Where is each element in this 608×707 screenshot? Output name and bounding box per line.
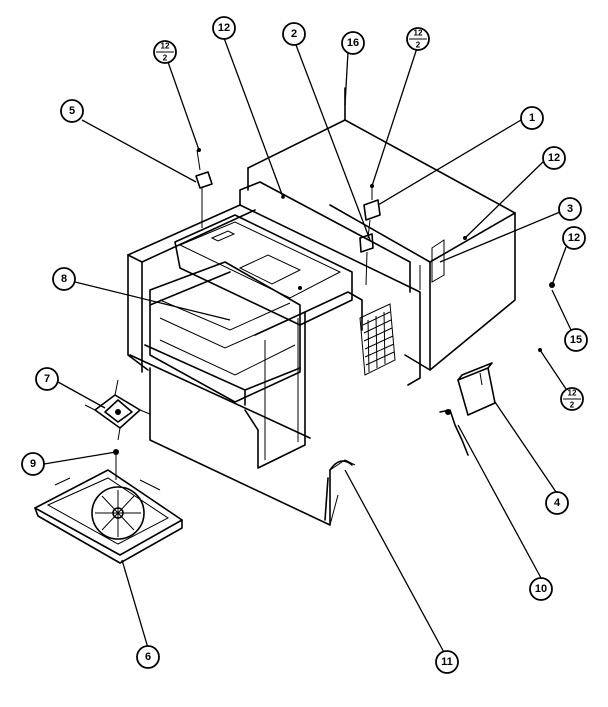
cover-bracket-part-4: [457, 362, 496, 416]
callout-label: 9: [30, 458, 36, 470]
fraction-top: 12: [161, 42, 170, 51]
callout-label: 1: [529, 112, 535, 124]
callout-label: 12: [218, 22, 230, 34]
callout-12-right: 12: [542, 146, 566, 170]
fraction-bottom: 2: [416, 41, 421, 50]
callout-12-top: 12: [212, 16, 236, 40]
callout-label: 11: [441, 656, 453, 668]
callout-label: 12: [548, 152, 560, 164]
fraction-bottom: 2: [570, 401, 575, 410]
callout-12-far-right: 12: [562, 226, 586, 250]
callout-label: 10: [535, 583, 547, 595]
callout-fraction-top-left: 12 2: [153, 40, 177, 64]
bottom-plate: [149, 367, 356, 526]
switch-assembly-part-1-2: [359, 184, 381, 286]
base-tray-part-6: [34, 469, 183, 564]
lamp-wire-part-11: [324, 460, 353, 521]
callout-label: 16: [347, 37, 359, 49]
callout-fraction-right: 12 2: [560, 387, 584, 411]
leader-lines: [43, 37, 572, 657]
thermostat-part-5: [195, 148, 213, 228]
callout-label: 8: [61, 273, 67, 285]
callout-label: 12: [568, 232, 580, 244]
callout-10: 10: [529, 577, 553, 601]
callout-label: 5: [69, 105, 75, 117]
callout-label: 2: [291, 28, 297, 40]
callout-2: 2: [282, 22, 306, 46]
callout-7: 7: [35, 367, 59, 391]
callout-15: 15: [564, 328, 588, 352]
fraction-top: 12: [568, 389, 577, 398]
outer-cabinet: [247, 87, 516, 371]
callout-4: 4: [545, 491, 569, 515]
callout-label: 7: [44, 373, 50, 385]
screws-part-12: [281, 195, 555, 352]
callout-16: 16: [341, 31, 365, 55]
callout-11: 11: [435, 650, 459, 674]
callout-label: 15: [570, 334, 582, 346]
callout-1: 1: [520, 106, 544, 130]
callout-fraction-top-right: 12 2: [406, 27, 430, 51]
callout-3: 3: [558, 197, 582, 221]
front-frame: [127, 181, 421, 469]
fraction-bottom: 2: [163, 54, 168, 63]
callout-8: 8: [52, 267, 76, 291]
callout-label: 6: [145, 651, 151, 663]
callout-label: 4: [554, 497, 561, 509]
callout-9: 9: [21, 452, 45, 476]
stirrer-blade-part-7: [84, 379, 151, 441]
callout-6: 6: [136, 645, 160, 669]
fraction-top: 12: [414, 29, 423, 38]
callout-5: 5: [60, 99, 84, 123]
sensor-part-10: [439, 409, 469, 456]
callout-label: 3: [567, 203, 573, 215]
